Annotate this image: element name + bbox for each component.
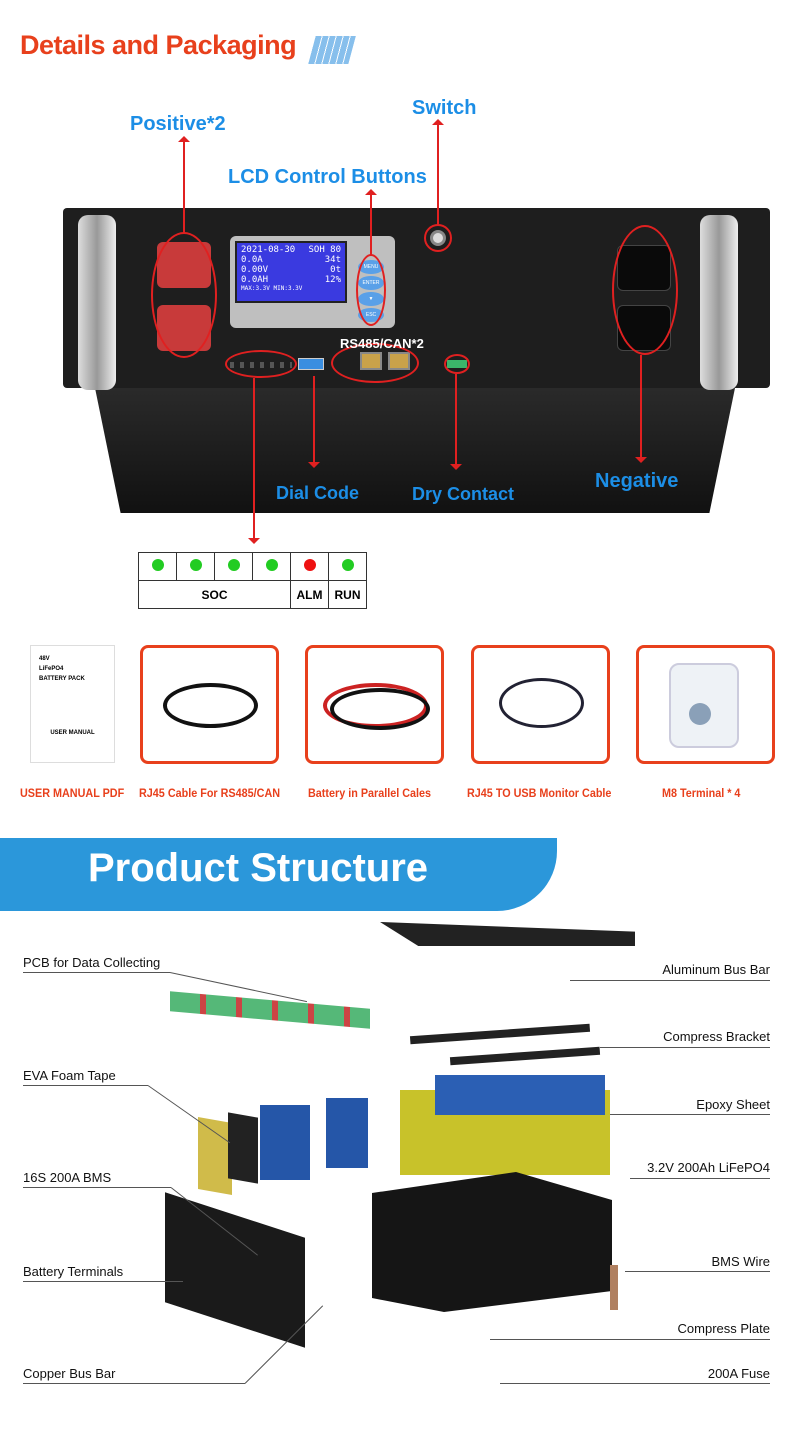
section-title-structure: Product Structure — [0, 838, 557, 911]
label-pcb: PCB for Data Collecting — [23, 955, 161, 970]
package-item-label: M8 Terminal * 4 — [662, 786, 741, 800]
left-handle — [78, 215, 116, 390]
right-handle — [700, 215, 738, 390]
label-epoxy-sheet: Epoxy Sheet — [696, 1097, 770, 1112]
label-eva: EVA Foam Tape — [23, 1068, 116, 1083]
label-negative: Negative — [595, 470, 679, 492]
run-label: RUN — [328, 580, 367, 609]
label-switch: Switch — [412, 97, 477, 119]
label-cells: 3.2V 200Ah LiFePO4 — [647, 1160, 770, 1175]
label-fuse: 200A Fuse — [707, 1366, 770, 1381]
compress-bracket — [409, 1023, 591, 1045]
lcd-voltage: 0.00V — [241, 265, 269, 275]
lcd-soh: SOH 80 — [308, 245, 341, 255]
label-rs485: RS485/CAN*2 — [340, 336, 424, 351]
label-bms-wire: BMS Wire — [711, 1254, 771, 1269]
lcd-capacity: 0.0AH — [241, 275, 269, 285]
m8-terminal-image — [636, 645, 775, 764]
top-cover — [380, 922, 635, 946]
user-manual-cover: 48V LiFePO4 BATTERY PACK USER MANUAL — [30, 645, 115, 763]
eva-foam — [198, 1117, 232, 1195]
section-title-details: Details and Packaging — [20, 30, 297, 60]
label-dial-code: Dial Code — [276, 483, 360, 503]
package-item-label: RJ45 TO USB Monitor Cable — [467, 786, 612, 800]
rj45-cable-image — [140, 645, 279, 764]
lcd-current: 0.0A — [241, 255, 263, 265]
parallel-cables-image — [305, 645, 444, 764]
label-battery-terminals: Battery Terminals — [23, 1264, 124, 1279]
soc-led-icon — [265, 559, 278, 571]
lcd-temp2: 0t — [330, 265, 341, 275]
lcd-temp1: 34t — [324, 255, 341, 265]
compress-bracket — [449, 1046, 601, 1066]
bms-wire — [610, 1265, 618, 1310]
solar-panel-icon — [308, 36, 356, 64]
pcb-strip — [170, 991, 370, 1029]
usb-cable-image — [471, 645, 610, 764]
manual-line: BATTERY PACK — [39, 676, 85, 682]
battery-case — [372, 1172, 612, 1312]
lifepo4-cell — [260, 1105, 310, 1180]
label-dry-contact: Dry Contact — [412, 484, 515, 504]
cell-pack — [435, 1075, 605, 1115]
package-item-label: USER MANUAL PDF — [20, 786, 125, 800]
soc-label: SOC — [138, 580, 291, 609]
lcd-soc: 12% — [324, 275, 341, 285]
label-aluminum-bus-bar: Aluminum Bus Bar — [662, 962, 770, 977]
indicator-legend: SOC ALM RUN — [138, 552, 367, 609]
soc-led-icon — [189, 559, 202, 571]
lcd-screen: 2021-08-30 SOH 80 0.0A 34t 0.00V 0t 0.0AH 12… — [235, 241, 347, 303]
run-led-icon — [341, 559, 354, 571]
dip-switch — [298, 358, 324, 370]
alm-label: ALM — [290, 580, 329, 609]
soc-led-icon — [227, 559, 240, 571]
label-lcd-buttons: LCD Control Buttons — [228, 166, 427, 188]
battery-body — [95, 388, 735, 513]
label-positive: Positive*2 — [130, 113, 226, 135]
manual-line: LiFePO4 — [39, 666, 64, 672]
label-compress-bracket: Compress Bracket — [663, 1029, 770, 1044]
alarm-led-icon — [303, 559, 316, 571]
front-panel — [165, 1192, 305, 1348]
eva-foam — [228, 1112, 258, 1184]
lcd-date: 2021-08-30 — [241, 245, 296, 255]
manual-line: 48V — [39, 656, 50, 662]
package-item-label: Battery in Parallel Cales — [308, 786, 432, 800]
lifepo4-cell — [326, 1098, 368, 1168]
package-item-label: RJ45 Cable For RS485/CAN — [139, 786, 281, 800]
soc-led-icon — [151, 559, 164, 571]
lcd-cell-voltage: MAX:3.3V MIN:3.3V — [241, 285, 303, 292]
label-copper-bus-bar: Copper Bus Bar — [23, 1366, 116, 1381]
label-bms: 16S 200A BMS — [23, 1170, 112, 1185]
manual-title: USER MANUAL — [50, 730, 95, 736]
label-compress-plate: Compress Plate — [677, 1321, 770, 1336]
